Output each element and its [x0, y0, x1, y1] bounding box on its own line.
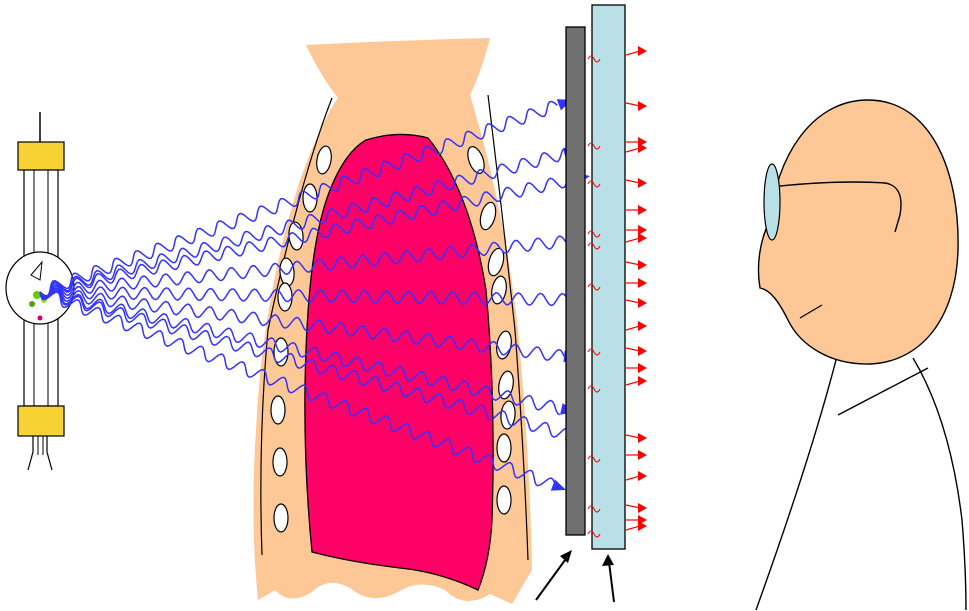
emission-arrowhead	[638, 376, 647, 386]
emission-ray	[626, 505, 640, 508]
emission-arrowhead	[638, 298, 647, 308]
rib	[273, 448, 287, 476]
emission-ray	[626, 180, 640, 183]
xray-tube-icon	[6, 112, 74, 470]
person-profile-icon	[756, 100, 966, 610]
emission-ray	[626, 526, 640, 530]
emission-arrowhead	[638, 233, 647, 243]
emission-arrowhead	[638, 363, 647, 373]
emission-arrowhead	[638, 503, 647, 513]
emission-ray	[626, 300, 640, 303]
emission-arrowhead	[638, 433, 647, 443]
emission-arrowhead	[638, 101, 647, 111]
emission-ray	[626, 476, 640, 480]
rib	[497, 486, 511, 514]
emission-arrowhead	[638, 205, 647, 215]
scintillator-panel-icon	[592, 5, 625, 549]
emission-arrowhead	[638, 178, 647, 188]
chest-cross-section-icon	[253, 38, 532, 604]
grid-pointer-arrow-icon	[536, 550, 572, 600]
emission-ray	[626, 326, 640, 330]
emission-arrowhead	[638, 346, 647, 356]
emission-arrowhead	[638, 321, 647, 331]
emission-arrowhead	[638, 46, 647, 56]
emission-arrowhead	[638, 471, 647, 481]
emission-ray	[626, 103, 640, 106]
emission-ray	[626, 148, 640, 152]
emission-ray	[626, 435, 640, 438]
glasses-icon	[764, 164, 780, 240]
rib	[278, 283, 292, 311]
emission-arrowhead	[638, 450, 647, 460]
rib	[497, 434, 511, 462]
panel-pointer-arrow-icon	[602, 554, 614, 602]
emission-ray	[626, 51, 640, 55]
emission-arrowhead	[638, 260, 647, 270]
emission-ray	[626, 348, 640, 351]
anti-scatter-grid-icon	[566, 27, 585, 535]
emission-ray	[626, 238, 640, 242]
emission-ray	[626, 381, 640, 385]
rib	[274, 504, 288, 532]
head	[758, 100, 958, 364]
emission-arrowhead	[638, 225, 647, 235]
emission-ray	[626, 262, 640, 265]
emission-arrowhead	[638, 278, 647, 288]
rib	[271, 396, 285, 424]
